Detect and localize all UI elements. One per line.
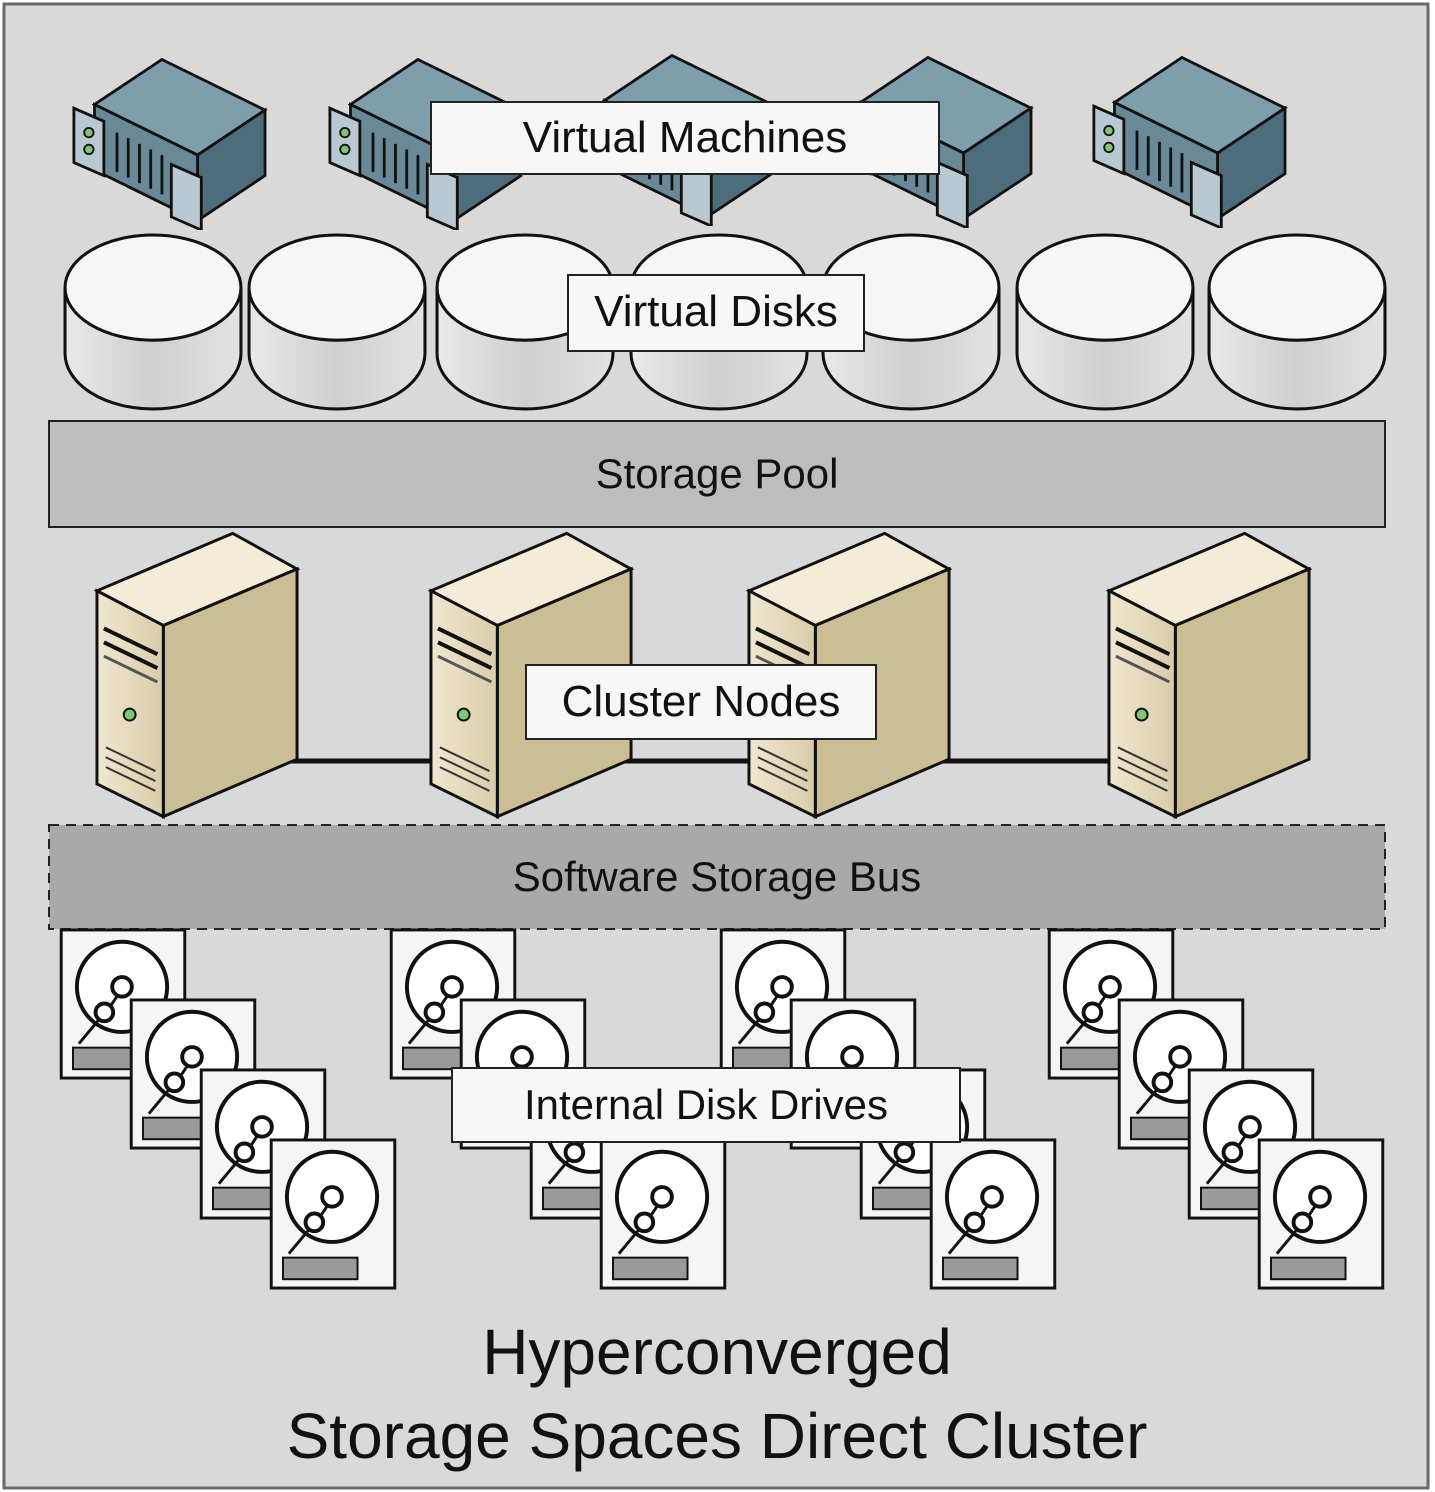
storage-pool-layer: Storage Pool (48, 420, 1386, 528)
storage-pool-label: Storage Pool (596, 450, 839, 497)
software-storage-bus-label: Software Storage Bus (513, 853, 922, 900)
cluster-nodes-row (94, 531, 1312, 819)
virtual-machines-label: Virtual Machines (430, 101, 940, 175)
cluster-nodes-label-text: Cluster Nodes (562, 677, 841, 726)
hard-drive-icon (269, 1138, 397, 1290)
hard-drive-icon (929, 1138, 1057, 1290)
hard-drive-icon (1257, 1138, 1385, 1290)
internal-disk-drives-label: Internal Disk Drives (451, 1067, 961, 1143)
virtual-disks-label: Virtual Disks (567, 274, 865, 352)
internal-disk-drives-label-text: Internal Disk Drives (524, 1081, 888, 1128)
caption-line-2: Storage Spaces Direct Cluster (287, 1400, 1148, 1472)
software-storage-bus-layer: Software Storage Bus (48, 824, 1386, 930)
hard-drive-icon (599, 1138, 727, 1290)
virtual-disks-label-text: Virtual Disks (594, 287, 838, 336)
disk-cylinder-icon (247, 233, 427, 411)
disk-cylinder-icon (1015, 233, 1195, 411)
caption-line-1: Hyperconverged (482, 1316, 952, 1388)
disk-cylinder-icon (1207, 233, 1387, 411)
cluster-nodes-label: Cluster Nodes (525, 664, 877, 740)
virtual-machines-label-text: Virtual Machines (523, 113, 847, 162)
disk-cylinder-icon (63, 233, 243, 411)
